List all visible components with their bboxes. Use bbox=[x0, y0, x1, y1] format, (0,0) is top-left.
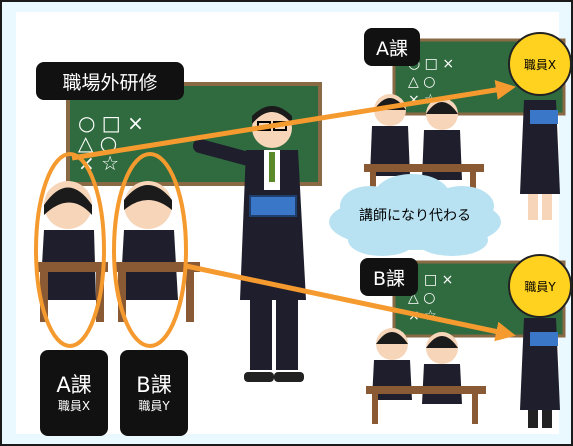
course-a-label: A課 bbox=[364, 28, 420, 66]
bottom-label-b-course: B課 bbox=[136, 373, 172, 397]
highlight-student-b bbox=[112, 152, 188, 348]
course-b-text: B課 bbox=[372, 267, 406, 290]
main-instructor bbox=[193, 106, 306, 382]
arrow-to-staff-x bbox=[71, 80, 516, 161]
student-b bbox=[116, 181, 200, 322]
highlight-student-a bbox=[34, 152, 106, 348]
course-b-label: B課 bbox=[360, 258, 418, 296]
bottom-label-a-staff: 職員X bbox=[57, 399, 91, 413]
cloud-caption: 講師になり代わる bbox=[359, 208, 471, 224]
speech-cloud bbox=[329, 174, 501, 256]
svg-text:□ ×: □ × bbox=[424, 272, 453, 288]
classroom-b: □ × △ ○ × ☆ bbox=[366, 260, 566, 428]
staff-x-text: 職員X bbox=[523, 57, 557, 72]
bottom-label-a: A課 職員X bbox=[40, 350, 108, 436]
staff-y-text: 職員Y bbox=[524, 279, 556, 294]
bottom-label-b-staff: 職員Y bbox=[138, 399, 170, 413]
bottom-label-a-course: A課 bbox=[56, 373, 92, 397]
arrow-to-staff-y bbox=[185, 263, 516, 342]
bottom-label-b: B課 職員Y bbox=[120, 350, 188, 436]
title-label: 職場外研修 bbox=[36, 62, 184, 100]
staff-y-badge: 職員Y bbox=[508, 254, 572, 318]
title-text: 職場外研修 bbox=[62, 71, 158, 94]
svg-text:△ ○: △ ○ bbox=[408, 74, 435, 90]
course-a-text: A課 bbox=[376, 37, 408, 60]
svg-text:○ □ ×: ○ □ × bbox=[78, 111, 144, 135]
staff-x-badge: 職員X bbox=[508, 32, 572, 96]
